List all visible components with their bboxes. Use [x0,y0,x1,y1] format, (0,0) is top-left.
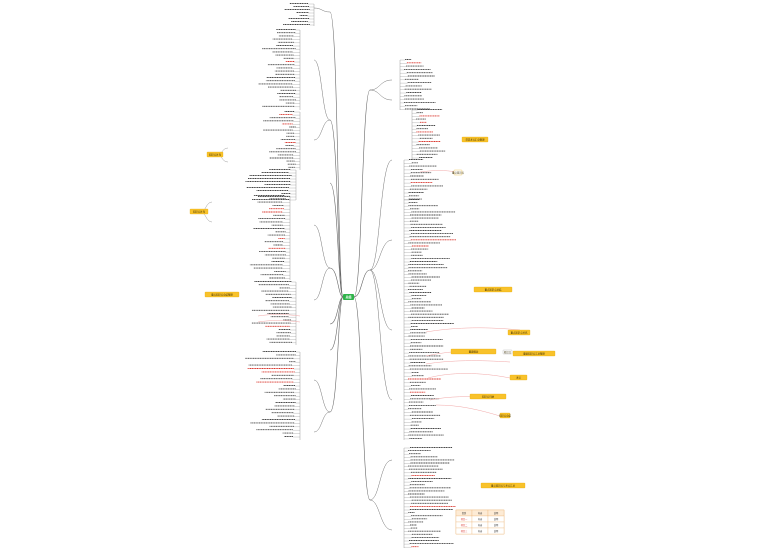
note-label: 知识点归纳 [482,394,495,398]
note-box [480,482,526,489]
note-box [453,169,463,176]
branch-line [313,267,331,301]
note-box [206,151,224,158]
note-label: 重点知识点总结整理 [211,292,233,296]
highlight-connector [427,373,511,379]
table-cell-text: 说明 [494,517,499,521]
note-card[interactable]: 重点知识点总结整理 [204,291,240,298]
secondary-branches [313,7,393,531]
legend-table: 类别内容说明项目一内容说明项目二内容说明项目三内容说明 [455,509,505,535]
note-label: 知识点 [504,350,512,354]
note-box [469,393,507,400]
root-node-label: 总结 [345,294,351,299]
trunk-right [353,296,371,501]
trunk-left [329,296,344,351]
note-card[interactable]: 知识点总结 [499,412,512,419]
note-label: 常见考点汇总整理 [465,137,485,141]
note-card[interactable]: 重点知识点补充 [507,329,531,336]
note-label: 重点知识点总结 [485,287,502,291]
note-card[interactable]: 知识点补充 [206,151,224,158]
note-box [204,291,240,298]
trunk-left [329,267,344,298]
branch-line [369,459,393,501]
note-box [512,350,556,357]
branch-line [369,269,393,401]
note-label: 重要概念 [469,349,479,353]
note-label: 考点 [516,375,521,379]
branch-line [313,7,331,13]
note-label: 知识点总结 [499,413,512,417]
table-cell-text: 类别 [462,511,466,515]
note-card[interactable]: 知识点 [502,349,513,355]
legend-table-cells: 类别内容说明项目一内容说明项目二内容说明项目三内容说明 [455,509,505,535]
note-label: 知识点补充 [209,152,222,156]
branch-line [369,159,393,271]
note-card[interactable]: 常见考点汇总整理 [461,136,489,143]
note-label: 重点知识点与考点汇总 [491,483,516,487]
connector-lines [282,3,420,548]
note-card[interactable]: 考点 [509,374,528,381]
branch-line [369,269,393,331]
branch-line [313,379,331,413]
note-label: 重要知识点汇总整理 [523,351,545,355]
note-card[interactable]: 重要概念 [450,348,497,355]
highlight-connector [425,327,521,333]
note-box [509,374,528,381]
callout-notes: 知识点补充 知识点补充 重点知识点总结整理 常见考点汇总整理 重点知识点总结 重… [189,136,556,489]
root-node[interactable]: 总结 [343,294,354,300]
trunk-right [353,89,371,298]
table-cell-text: 项目一 [461,517,468,521]
branch-line [369,89,393,101]
highlight-connector [435,404,501,417]
note-box [461,136,489,143]
trunk-right [353,269,371,298]
note-box [499,412,511,419]
highlight-connector [425,360,511,365]
table-cell-text: 说明 [494,523,499,527]
note-box [189,208,209,215]
highlight-connector [257,314,301,317]
note-label: 重点知识点补充 [511,330,528,334]
note-box [502,349,513,355]
table-cell-text: 项目二 [461,523,468,527]
note-box [473,286,513,293]
root-node-box [343,294,354,300]
table-cell-text: 内容 [478,529,483,533]
table-cell-text: 内容 [478,523,483,527]
branch-line [369,499,393,531]
table-cell-text: 项目三 [461,529,468,533]
note-card[interactable]: 知识点归纳 [469,393,507,400]
table-cell [487,527,505,535]
table-cell-text: 说明 [494,511,499,515]
highlight-connector [257,320,301,323]
branch-line [313,224,331,269]
note-box [507,329,531,336]
note-label: 重点知识点 [452,170,465,174]
branch-line [313,411,331,433]
trunk-left [329,119,344,298]
highlight-connector [419,170,457,173]
note-card[interactable]: 重点知识点 [452,169,465,176]
note-card[interactable]: 重点知识点与考点汇总 [480,482,526,489]
main-trunks [329,11,371,501]
trunk-left [329,182,344,298]
table-cell-text: 说明 [494,529,499,533]
trunk-left [329,11,344,298]
branch-line [369,79,393,91]
trunk-left [329,296,344,413]
note-card[interactable]: 重点知识点总结 [473,286,513,293]
note-card[interactable]: 知识点补充 [189,208,209,215]
trunk-left [329,296,344,325]
note-label: 知识点补充 [193,209,206,213]
note-box [450,348,497,355]
branch-line [313,119,331,141]
table-cell-text: 内容 [478,511,483,515]
table-cell-text: 内容 [478,517,483,521]
leaf-nodes [245,3,456,548]
note-card[interactable]: 重要知识点汇总整理 [512,350,556,357]
branch-line [313,59,331,121]
